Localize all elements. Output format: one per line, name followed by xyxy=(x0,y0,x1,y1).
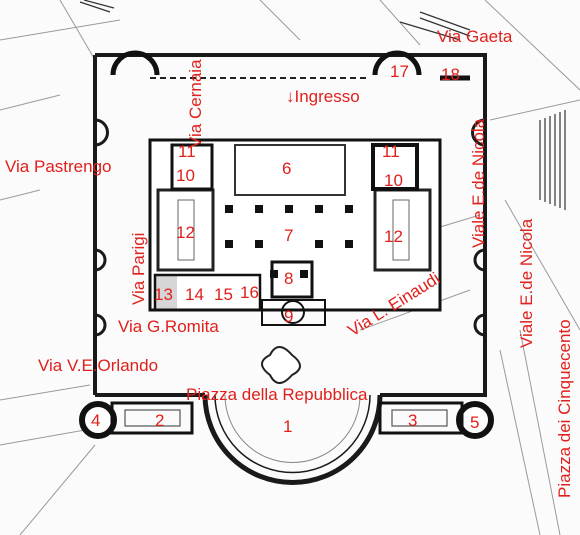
room-3: 3 xyxy=(408,411,418,430)
label-viale-de-nicola-2: Viale E.de Nicola xyxy=(517,218,536,348)
room-16: 16 xyxy=(240,283,259,302)
label-via-orlando: Via V.E.Orlando xyxy=(38,356,159,375)
corner-halls xyxy=(79,401,494,439)
label-viale-de-nicola-1: Viale E.de Nicola xyxy=(469,118,488,248)
enclosure-wall xyxy=(93,53,487,397)
label-ingresso: ↓Ingresso xyxy=(286,87,360,106)
room-11-left: 11 xyxy=(178,142,196,161)
railway-hatch xyxy=(79,0,566,210)
label-via-cernaia: Via Cernaia xyxy=(186,59,205,148)
room-18: 18 xyxy=(441,65,460,84)
room-6: 6 xyxy=(282,159,292,178)
room-14: 14 xyxy=(185,285,204,304)
room-15: 15 xyxy=(214,285,233,304)
room-5: 5 xyxy=(470,413,480,432)
label-via-pastrengo: Via Pastrengo xyxy=(5,157,112,176)
piazza-fountain xyxy=(261,346,301,384)
label-piazza-cinquecento: Piazza dei Cinquecento xyxy=(555,319,574,498)
room-9: 9 xyxy=(284,307,294,326)
room-13: 13 xyxy=(154,285,173,304)
room-17: 17 xyxy=(390,62,409,81)
room-4: 4 xyxy=(91,411,101,430)
room-10-left: 10 xyxy=(176,166,195,185)
label-via-parigi: Via Parigi xyxy=(129,232,148,305)
room-10-right: 10 xyxy=(384,171,403,190)
room-2: 2 xyxy=(155,411,165,430)
room-12-right: 12 xyxy=(384,227,403,246)
label-piazza-repubblica: Piazza della Repubblica xyxy=(186,385,368,404)
room-1: 1 xyxy=(283,417,293,436)
room-11-right: 11 xyxy=(382,142,400,161)
side-niches xyxy=(94,118,486,337)
top-apses xyxy=(110,50,470,81)
central-block xyxy=(148,138,442,326)
label-via-gaeta: Via Gaeta xyxy=(437,27,513,46)
room-8: 8 xyxy=(284,269,294,288)
room-12-left: 12 xyxy=(176,223,195,242)
exedra xyxy=(202,394,383,485)
label-via-romita: Via G.Romita xyxy=(118,317,219,336)
room-7: 7 xyxy=(284,226,294,245)
